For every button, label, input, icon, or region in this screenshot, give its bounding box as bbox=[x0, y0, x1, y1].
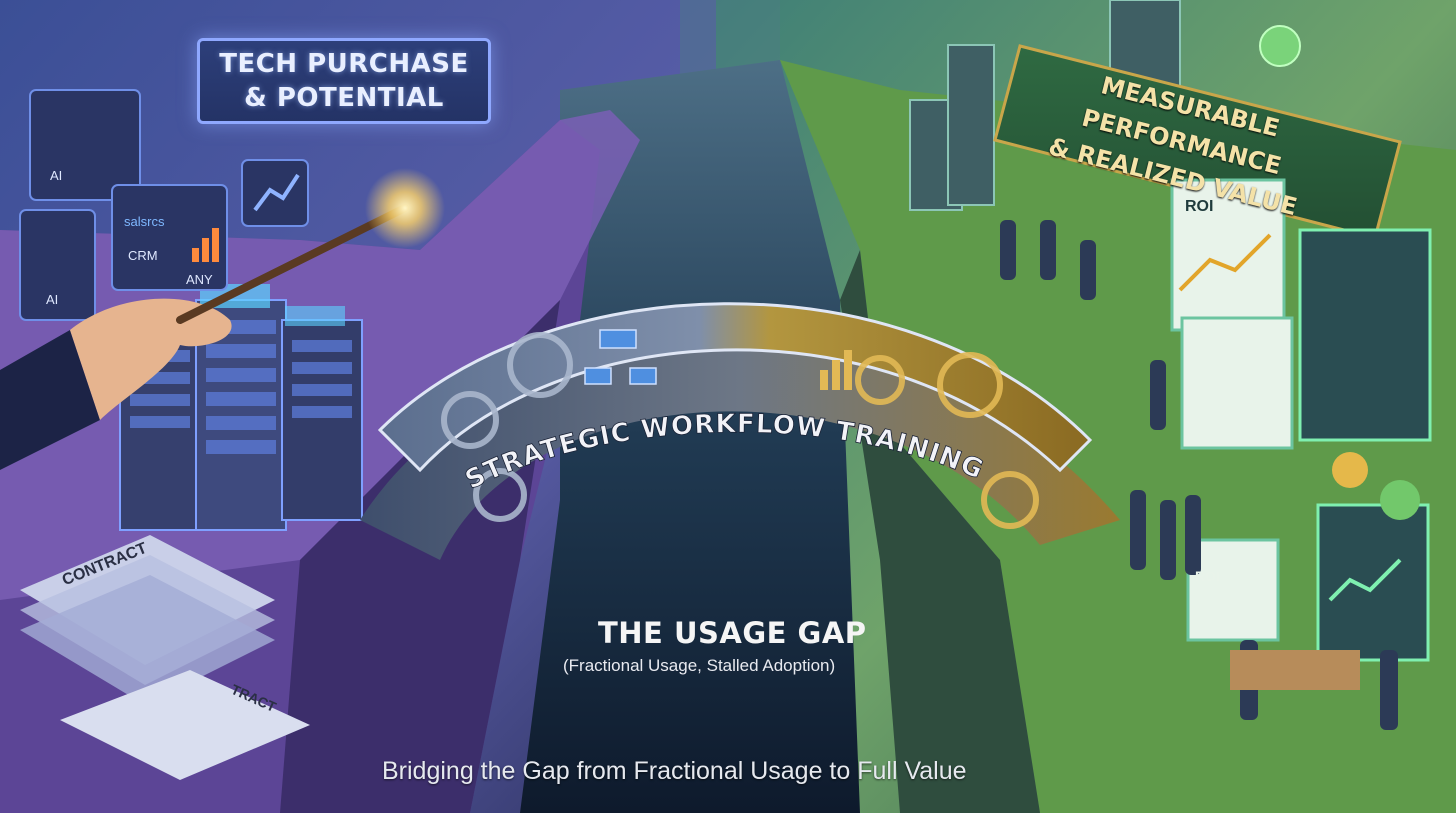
left-sign: TECH PURCHASE & POTENTIAL bbox=[197, 38, 491, 124]
green-trend-line bbox=[1328, 558, 1402, 602]
gears bbox=[441, 332, 573, 522]
salesforce-label: salsrcs bbox=[124, 214, 165, 229]
ai-chip-label: AI bbox=[50, 168, 63, 183]
right-cliff-face bbox=[840, 250, 1040, 813]
chasm bbox=[520, 60, 860, 813]
contract-stack bbox=[20, 535, 310, 780]
left-sign-line-2: & POTENTIAL bbox=[244, 83, 444, 113]
trend-arrow-icon bbox=[253, 173, 300, 212]
caption: Bridging the Gap from Fractional Usage t… bbox=[382, 757, 967, 785]
wand-sparkle bbox=[365, 168, 445, 248]
hand bbox=[70, 298, 232, 420]
roi-trend-line bbox=[1178, 233, 1272, 292]
ai-label: AI bbox=[46, 292, 59, 307]
gap-subtitle: (Fractional Usage, Stalled Adoption) bbox=[563, 656, 836, 675]
right-cliff bbox=[780, 60, 1456, 813]
suit-sleeve bbox=[0, 330, 100, 470]
roi-screen-label-2: ROI bbox=[1195, 568, 1220, 584]
left-sign-line-1: TECH PURCHASE bbox=[219, 49, 469, 79]
meeting-table bbox=[1230, 650, 1360, 690]
smiley-icon bbox=[1259, 25, 1301, 67]
left-floating-panels bbox=[19, 89, 309, 321]
smiley-icon-2 bbox=[1332, 452, 1368, 488]
magic-wand bbox=[176, 204, 409, 324]
gold-chart-icon bbox=[820, 350, 852, 390]
right-screens bbox=[1170, 178, 1294, 642]
gold-gears bbox=[855, 352, 1039, 529]
gap-title: THE USAGE GAP bbox=[598, 616, 867, 650]
smiley-icon-3 bbox=[1380, 480, 1420, 520]
chart-bars-icon bbox=[192, 228, 219, 262]
roi-screen-label: ROI bbox=[1185, 198, 1214, 215]
any-label: ANY bbox=[186, 272, 213, 287]
flowchart-icon bbox=[584, 329, 657, 385]
right-dashboards bbox=[1298, 228, 1432, 662]
crm-label: CRM bbox=[128, 248, 158, 263]
